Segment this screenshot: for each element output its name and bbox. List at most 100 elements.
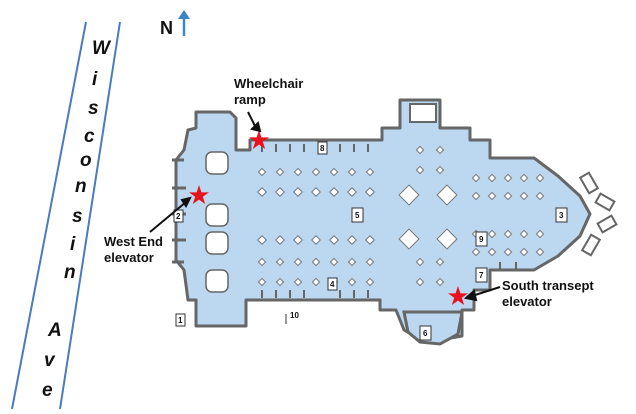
column-marker bbox=[435, 277, 445, 287]
column-marker bbox=[487, 247, 497, 257]
column-marker bbox=[365, 235, 375, 245]
wheelchair-ramp-label: Wheelchair ramp bbox=[234, 76, 303, 108]
crossing-piers bbox=[398, 184, 458, 250]
column-marker bbox=[257, 167, 267, 177]
street-letter: s bbox=[88, 98, 99, 119]
column-marker bbox=[275, 167, 285, 177]
column-marker bbox=[365, 277, 375, 287]
west-end-elevator-label-line1: West End bbox=[104, 234, 163, 249]
column-marker bbox=[311, 277, 321, 287]
room-number-9: 9 bbox=[475, 231, 488, 247]
column-grid bbox=[257, 145, 545, 287]
column-marker bbox=[471, 173, 481, 183]
apse-chapels bbox=[578, 171, 618, 257]
north-transept-chapel bbox=[409, 103, 437, 123]
street-line-east bbox=[59, 21, 121, 410]
north-arrow-icon bbox=[178, 10, 190, 36]
column-marker bbox=[503, 173, 513, 183]
room-number-5-text: 5 bbox=[355, 211, 360, 220]
column-marker bbox=[435, 145, 445, 155]
room-number-7: 7 bbox=[475, 267, 488, 283]
column-marker bbox=[347, 187, 357, 197]
south-transept-elevator-arrow-icon bbox=[463, 286, 501, 302]
wheelchair-ramp-arrow-icon bbox=[247, 111, 262, 133]
column-marker bbox=[435, 165, 445, 175]
column-marker bbox=[503, 247, 513, 257]
column-marker bbox=[347, 257, 357, 267]
south-transept-elevator-star bbox=[448, 286, 468, 305]
column-marker bbox=[365, 187, 375, 197]
room-number-3-text: 3 bbox=[559, 211, 564, 220]
wheelchair-ramp-label-line2: ramp bbox=[234, 92, 266, 107]
room-number-2: 2 bbox=[173, 209, 184, 223]
column-marker bbox=[435, 257, 445, 267]
column-marker bbox=[311, 257, 321, 267]
street-letter: i bbox=[70, 234, 76, 255]
column-marker bbox=[275, 187, 285, 197]
column-marker bbox=[293, 187, 303, 197]
column-marker bbox=[365, 167, 375, 177]
column-marker bbox=[415, 145, 425, 155]
column-marker bbox=[347, 235, 357, 245]
room-number-8: 8 bbox=[317, 141, 328, 155]
column-marker bbox=[311, 187, 321, 197]
column-marker bbox=[257, 235, 267, 245]
street-letter: n bbox=[75, 176, 87, 197]
south-wall-ticks bbox=[261, 262, 517, 298]
west-end-elevator-label: West End elevator bbox=[104, 234, 163, 266]
column-marker bbox=[365, 257, 375, 267]
column-marker bbox=[275, 235, 285, 245]
room-number-4: 4 bbox=[327, 277, 338, 291]
room-number-5: 5 bbox=[351, 207, 364, 223]
room-number-7-text: 7 bbox=[479, 271, 484, 280]
west-end-elevator-arrow-icon bbox=[149, 196, 192, 233]
room-number-3: 3 bbox=[555, 207, 568, 223]
street-line-west bbox=[11, 21, 87, 410]
column-marker bbox=[535, 173, 545, 183]
column-marker bbox=[293, 167, 303, 177]
column-marker bbox=[311, 235, 321, 245]
room-number-10: 10 bbox=[285, 311, 299, 324]
column-marker bbox=[415, 165, 425, 175]
room-number-6: 6 bbox=[419, 325, 432, 341]
column-marker bbox=[535, 191, 545, 201]
room-number-6-text: 6 bbox=[423, 329, 428, 338]
column-marker bbox=[415, 257, 425, 267]
column-marker bbox=[487, 191, 497, 201]
south-transept-elevator-label-line2: elevator bbox=[502, 294, 552, 309]
room-number-4-text: 4 bbox=[330, 280, 335, 289]
column-marker bbox=[519, 173, 529, 183]
room-number-10-text: 10 bbox=[290, 311, 299, 320]
room-number-1-text: 1 bbox=[178, 316, 183, 325]
column-marker bbox=[257, 277, 267, 287]
column-marker bbox=[471, 247, 481, 257]
room-number-9-text: 9 bbox=[479, 235, 484, 244]
west-end-elevator-star bbox=[189, 185, 209, 204]
column-marker bbox=[519, 191, 529, 201]
column-marker bbox=[257, 257, 267, 267]
wheelchair-ramp-star bbox=[249, 130, 269, 149]
column-marker bbox=[503, 191, 513, 201]
column-marker bbox=[257, 187, 267, 197]
north-wall-ticks bbox=[261, 144, 369, 152]
column-marker bbox=[471, 191, 481, 201]
column-marker bbox=[503, 229, 513, 239]
room-number-2-text: 2 bbox=[176, 212, 181, 221]
street-letter: c bbox=[84, 126, 95, 147]
column-marker bbox=[487, 173, 497, 183]
room-number-1: 1 bbox=[175, 313, 186, 327]
street-letter: W bbox=[92, 38, 110, 59]
column-marker bbox=[347, 167, 357, 177]
wheelchair-ramp-label-line1: Wheelchair bbox=[234, 76, 304, 91]
column-marker bbox=[519, 247, 529, 257]
column-marker bbox=[329, 187, 339, 197]
column-marker bbox=[311, 167, 321, 177]
column-marker bbox=[329, 235, 339, 245]
north-label: N bbox=[160, 18, 173, 38]
column-marker bbox=[329, 167, 339, 177]
room-number-8-text: 8 bbox=[320, 144, 325, 153]
west-piers bbox=[205, 151, 229, 293]
street-letter: o bbox=[80, 150, 92, 171]
